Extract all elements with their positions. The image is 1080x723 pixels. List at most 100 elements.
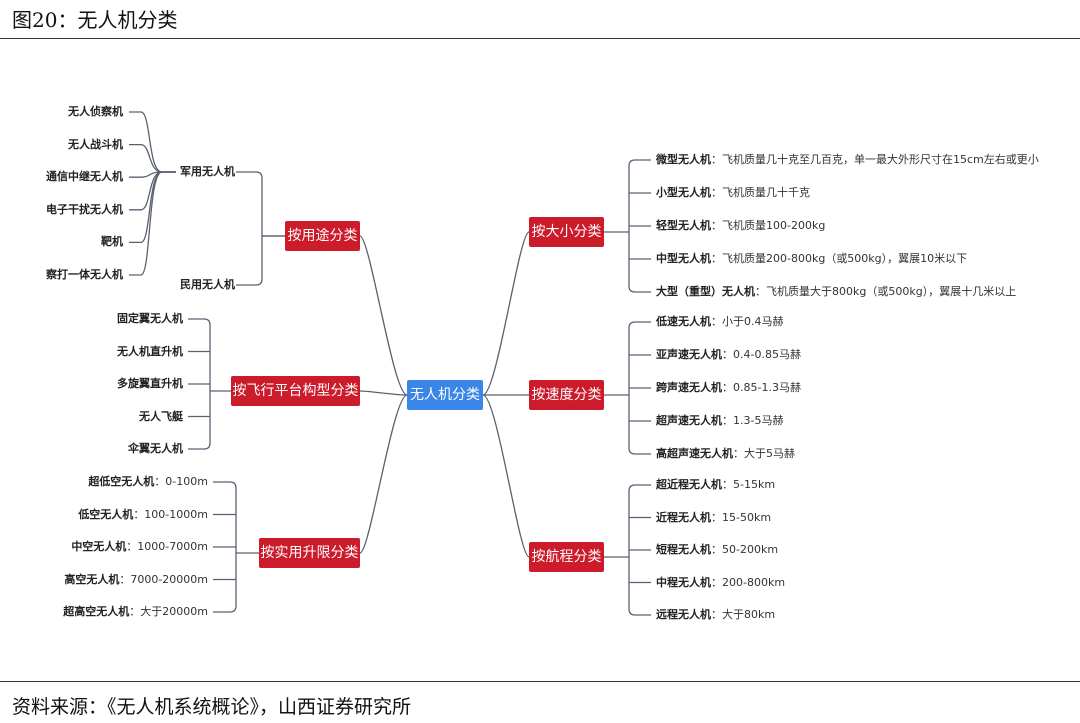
category-box: 按速度分类 (529, 380, 604, 410)
leaf-link (188, 442, 211, 450)
category-box: 按飞行平台构型分类 (231, 376, 360, 406)
leaf-name: 多旋翼直升机 (117, 377, 183, 390)
leaf-desc: ：飞机质量大于800kg（或500kg），翼展十几米以上 (755, 285, 1017, 298)
root-link (482, 394, 530, 558)
leaf-item: 超低空无人机：0-100m (88, 475, 208, 489)
leaf-desc: ：15-50km (711, 510, 772, 524)
leaf-item: 超高空无人机：大于20000m (63, 605, 208, 619)
leaf-desc: ：5-15km (722, 478, 776, 491)
leaf-label: 靶机 (101, 235, 123, 249)
leaf-link (188, 318, 211, 326)
leaf-desc: ：飞机质量几十千克 (711, 186, 810, 199)
figure-title: 图20：无人机分类 (12, 8, 178, 32)
leaf-name: 伞翼无人机 (128, 442, 183, 455)
leaf-name: 超低空无人机 (88, 475, 155, 488)
leaf-name: 超高空无人机 (63, 605, 130, 618)
leaf-link (628, 608, 651, 616)
subgroup-link (236, 171, 285, 237)
leaf-name: 小型无人机 (656, 186, 711, 199)
leaf-item: 近程无人机：15-50km (656, 511, 771, 525)
leaf-item: 大型（重型）无人机：飞机质量大于800kg（或500kg），翼展十几米以上 (656, 285, 1016, 299)
leaf-desc: ：200-800km (711, 575, 786, 589)
leaf-item: 短程无人机：50-200km (656, 543, 778, 557)
leaf-item: 无人机直升机 (117, 345, 183, 359)
leaf-item: 轻型无人机：飞机质量100-200kg (656, 219, 825, 233)
leaf-name: 中空无人机 (71, 540, 127, 553)
leaf-name: 亚声速无人机 (656, 348, 722, 361)
leaf-desc: ：大于20000m (129, 605, 208, 618)
category-box: 按实用升限分类 (259, 538, 360, 568)
leaf-item: 中型无人机：飞机质量200-800kg（或500kg），翼展10米以下 (656, 252, 967, 266)
leaf-name: 轻型无人机 (656, 219, 711, 232)
leaf-item: 跨声速无人机：0.85-1.3马赫 (656, 381, 801, 395)
leaf-item: 中空无人机：1000-7000m (71, 540, 208, 554)
leaf-item: 低空无人机：100-1000m (78, 508, 208, 522)
leaf-name: 低速无人机 (656, 315, 711, 328)
leaf-name: 低空无人机 (78, 507, 134, 521)
leaf-item: 无人飞艇 (139, 410, 183, 424)
leaf-link (129, 171, 176, 178)
leaf-desc: ：100-1000m (133, 507, 208, 521)
bottom-rule (0, 681, 1080, 682)
leaf-link (628, 321, 651, 329)
leaf-name: 大型（重型）无人机 (656, 285, 755, 298)
subgroup-link (236, 235, 285, 286)
leaf-name: 高超声速无人机 (656, 447, 733, 460)
leaf-name: 无人飞艇 (139, 409, 183, 423)
leaf-item: 固定翼无人机 (117, 312, 183, 326)
leaf-name: 微型无人机 (656, 153, 711, 166)
leaf-name: 中程无人机 (656, 575, 711, 589)
leaf-desc: ：1000-7000m (126, 540, 208, 553)
category-box: 按航程分类 (529, 542, 604, 572)
leaf-item: 小型无人机：飞机质量几十千克 (656, 186, 810, 200)
leaf-desc: ：小于0.4马赫 (711, 315, 784, 328)
leaf-desc: ：大于5马赫 (733, 447, 795, 460)
leaf-desc: ：50-200km (711, 543, 779, 556)
subgroup-label: 军用无人机 (180, 165, 235, 178)
leaf-link (628, 484, 651, 492)
leaf-link (628, 447, 651, 455)
leaf-name: 近程无人机 (656, 510, 711, 524)
leaf-desc: ：飞机质量几十克至几百克，单一最大外形尺寸在15cm左右或更小 (711, 153, 1039, 166)
leaf-link (213, 481, 237, 489)
leaf-item: 伞翼无人机 (128, 442, 183, 456)
leaf-name: 超声速无人机 (656, 414, 722, 427)
leaf-desc: ：1.3-5马赫 (722, 414, 784, 427)
figure-source: 资料来源：《无人机系统概论》，山西证券研究所 (12, 696, 412, 718)
leaf-desc: ：大于80km (711, 608, 776, 621)
leaf-name: 跨声速无人机 (656, 381, 722, 394)
leaf-item: 亚声速无人机：0.4-0.85马赫 (656, 348, 801, 362)
root-link (359, 394, 408, 554)
leaf-desc: ：飞机质量100-200kg (711, 219, 826, 232)
leaf-label: 察打一体无人机 (46, 268, 123, 281)
leaf-item: 高超声速无人机：大于5马赫 (656, 447, 795, 461)
leaf-label: 无人侦察机 (68, 105, 123, 118)
leaf-item: 超近程无人机：5-15km (656, 478, 775, 492)
leaf-label: 无人战斗机 (68, 137, 123, 151)
leaf-name: 无人机直升机 (117, 344, 183, 358)
leaf-item: 多旋翼直升机 (117, 377, 183, 391)
leaf-item: 远程无人机：大于80km (656, 608, 775, 622)
leaf-item: 中程无人机：200-800km (656, 576, 785, 590)
leaf-item: 超声速无人机：1.3-5马赫 (656, 414, 783, 428)
leaf-item: 低速无人机：小于0.4马赫 (656, 315, 784, 329)
leaf-link (129, 111, 176, 173)
leaf-name: 远程无人机 (656, 608, 711, 621)
leaf-name: 超近程无人机 (656, 478, 722, 491)
subgroup-label: 民用无人机 (180, 278, 235, 291)
leaf-name: 固定翼无人机 (117, 312, 183, 325)
leaf-desc: ：飞机质量200-800kg（或500kg），翼展10米以下 (711, 252, 968, 265)
top-rule (0, 38, 1080, 39)
leaf-desc: ：7000-20000m (119, 572, 208, 586)
leaf-link (628, 159, 651, 167)
root-link (359, 390, 408, 396)
root-link (359, 235, 408, 396)
leaf-name: 短程无人机 (656, 543, 711, 556)
category-box: 按用途分类 (285, 221, 360, 251)
leaf-desc: ：0.85-1.3马赫 (722, 381, 801, 394)
category-box: 按大小分类 (529, 217, 604, 247)
leaf-link (129, 171, 176, 276)
leaf-link (213, 605, 237, 613)
leaf-label: 通信中继无人机 (46, 170, 123, 184)
